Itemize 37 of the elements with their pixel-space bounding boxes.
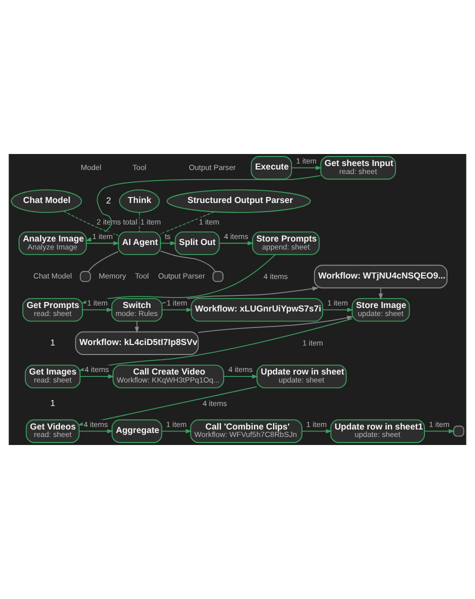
connector [63,210,119,236]
label: 1 [50,338,56,348]
label: 1 [50,398,56,408]
connector [160,211,215,234]
node-ellipse: Chat Model [10,189,82,213]
arrow [223,374,258,379]
connector [139,212,140,232]
node-box [80,271,91,282]
connector [160,250,216,272]
arrow [162,286,319,304]
node-box: Aggregate [112,419,162,443]
arrow [198,316,354,333]
node-box: Workflow: xLUGnrUiYpwS7s7i [190,298,324,322]
arrow [162,429,192,434]
node-box: Split Out [174,231,220,256]
arrow [82,308,113,312]
arrow [302,429,332,434]
node-box [212,271,224,282]
node-ellipse: Structured Output Parser [166,189,311,213]
label: 2 [106,195,112,206]
node-box: Workflow: WTjNU4cNSQEO9... [314,264,448,288]
node-box: Execute [250,156,292,180]
arrow [424,429,455,434]
arrow [291,166,322,170]
node-box: Workflow: kL4ciD5tI7Ip8SVv [75,331,199,355]
node-ellipse: Think [119,189,160,213]
arrow [78,429,114,434]
arrow [218,241,254,246]
arrow [134,320,140,334]
arrow [322,308,354,312]
arrow [162,308,193,312]
arrow [86,241,120,246]
node-box [453,426,464,437]
node-box: AI Agent [118,231,161,256]
connector [88,251,119,272]
arrow [160,241,176,246]
arrow [80,374,114,379]
